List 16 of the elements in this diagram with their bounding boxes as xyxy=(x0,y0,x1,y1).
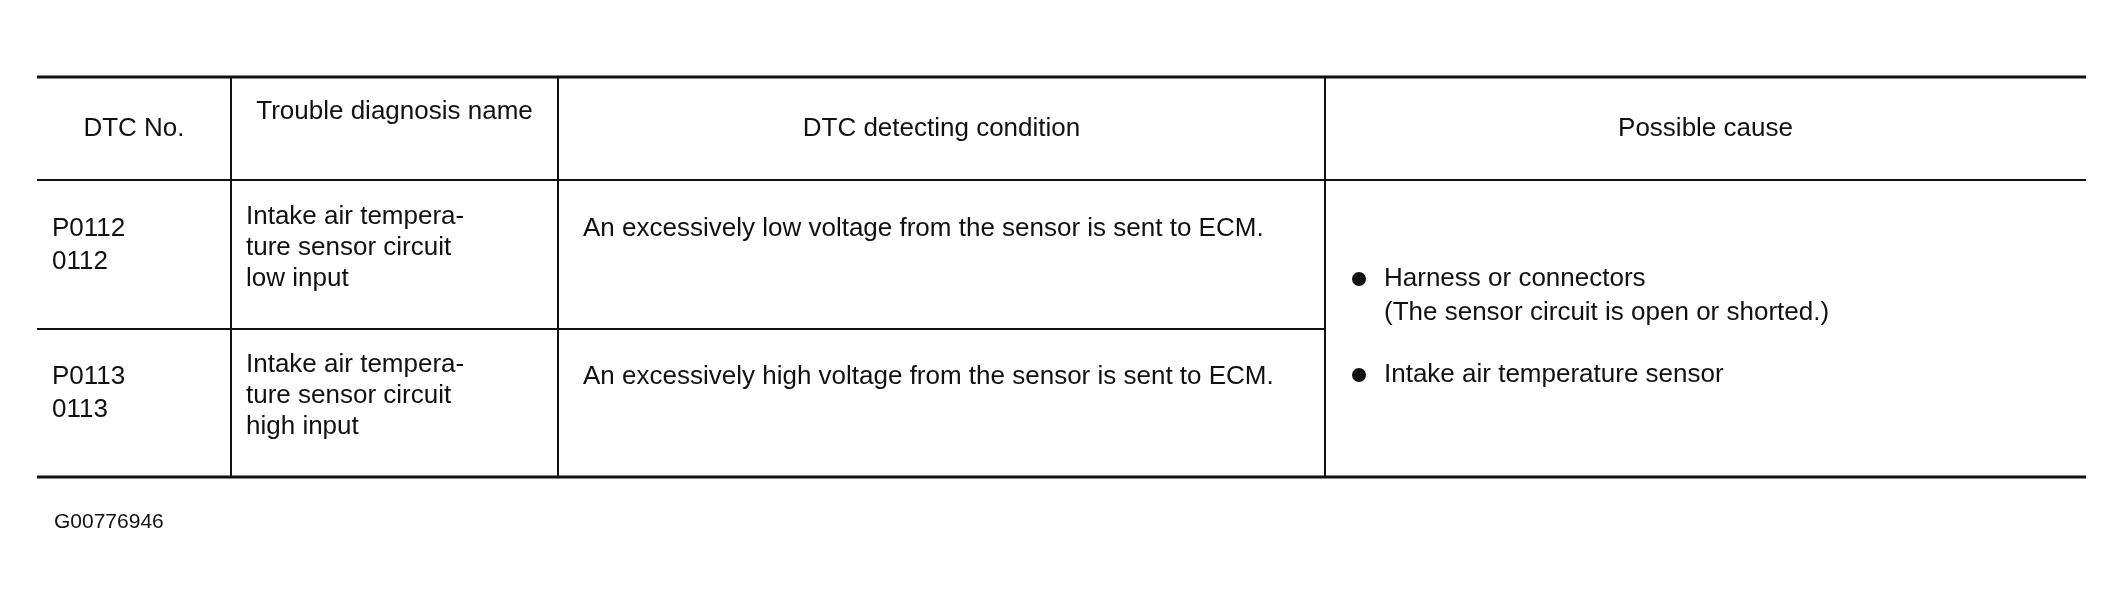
figure-code: G00776946 xyxy=(54,508,164,534)
table-cell-text: Harness or connectors xyxy=(1384,262,1646,293)
column-header: Trouble diagnosis name xyxy=(256,95,533,126)
column-header: DTC No. xyxy=(83,112,185,143)
table-cell-text: P0113 xyxy=(52,360,126,391)
table-cell-text: 0113 xyxy=(52,393,108,424)
table-cell-text: Intake air tempera- ture sensor circuit high input xyxy=(246,348,466,441)
table-cell-text: P0112 xyxy=(52,212,126,243)
column-header: Possible cause xyxy=(1618,112,1793,143)
table-cell-text: An excessively low voltage from the sensor is sent to ECM. xyxy=(583,212,1264,243)
table-cell-text: Intake air temperature sensor xyxy=(1384,358,1724,389)
column-header: DTC detecting condition xyxy=(802,112,1081,143)
table-cell-text: 0112 xyxy=(52,245,108,276)
table-cell-text: An excessively high voltage from the sensor is sent to ECM. xyxy=(583,360,1274,391)
table-cell-text: Intake air tempera- ture sensor circuit low input xyxy=(246,200,466,293)
table-cell-text: (The sensor circuit is open or shorted.) xyxy=(1384,296,1830,327)
